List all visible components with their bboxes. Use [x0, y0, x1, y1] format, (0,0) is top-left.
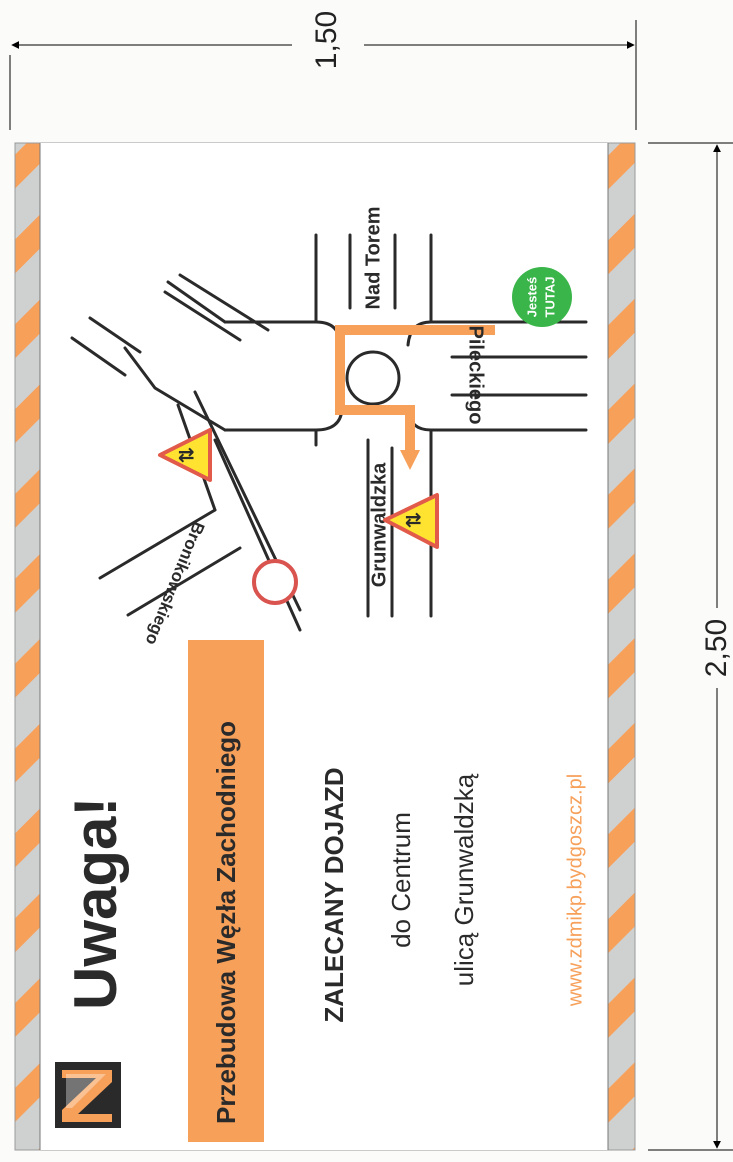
you-are-here-line-2: TUTAJ [542, 277, 557, 318]
sign-title: Uwaga! [62, 797, 129, 1010]
two-way-traffic-sign-lower: ⇅ [383, 493, 439, 549]
street-pileckiego: Pileckiego [465, 326, 487, 425]
street-nad-torem: Nad Torem [362, 207, 384, 310]
route-map [70, 233, 588, 632]
height-label: 2,50 [700, 619, 733, 677]
width-dimension: 1,50 [9, 11, 637, 130]
instruction-line-2: do Centrum [386, 812, 416, 948]
instruction-line-3: ulicą Grunwaldzką [449, 773, 479, 986]
subtitle-text: Przebudowa Węzła Zachodniego [211, 721, 241, 1124]
sign-board [14, 142, 636, 1151]
no-entry-sign [252, 559, 298, 605]
subtitle-banner: Przebudowa Węzła Zachodniego [188, 640, 264, 1142]
two-way-traffic-sign-upper: ⇅ [158, 428, 212, 482]
you-are-here-badge: Jesteś TUTAJ [512, 267, 572, 327]
height-dimension: 2,50 [648, 142, 733, 1151]
website-text: www.zdmikp.bydgoszcz.pl [564, 774, 586, 1007]
svg-text:⇅: ⇅ [176, 447, 198, 464]
svg-text:⇅: ⇅ [403, 512, 425, 529]
street-grunwaldzka: Grunwaldzka [368, 462, 390, 587]
instruction-line-1: ZALECANY DOJAZD [319, 767, 349, 1022]
you-are-here-line-1: Jesteś [524, 277, 539, 317]
recommended-route [335, 325, 495, 470]
zdmikp-logo [55, 1062, 121, 1128]
width-label: 1,50 [310, 11, 343, 69]
